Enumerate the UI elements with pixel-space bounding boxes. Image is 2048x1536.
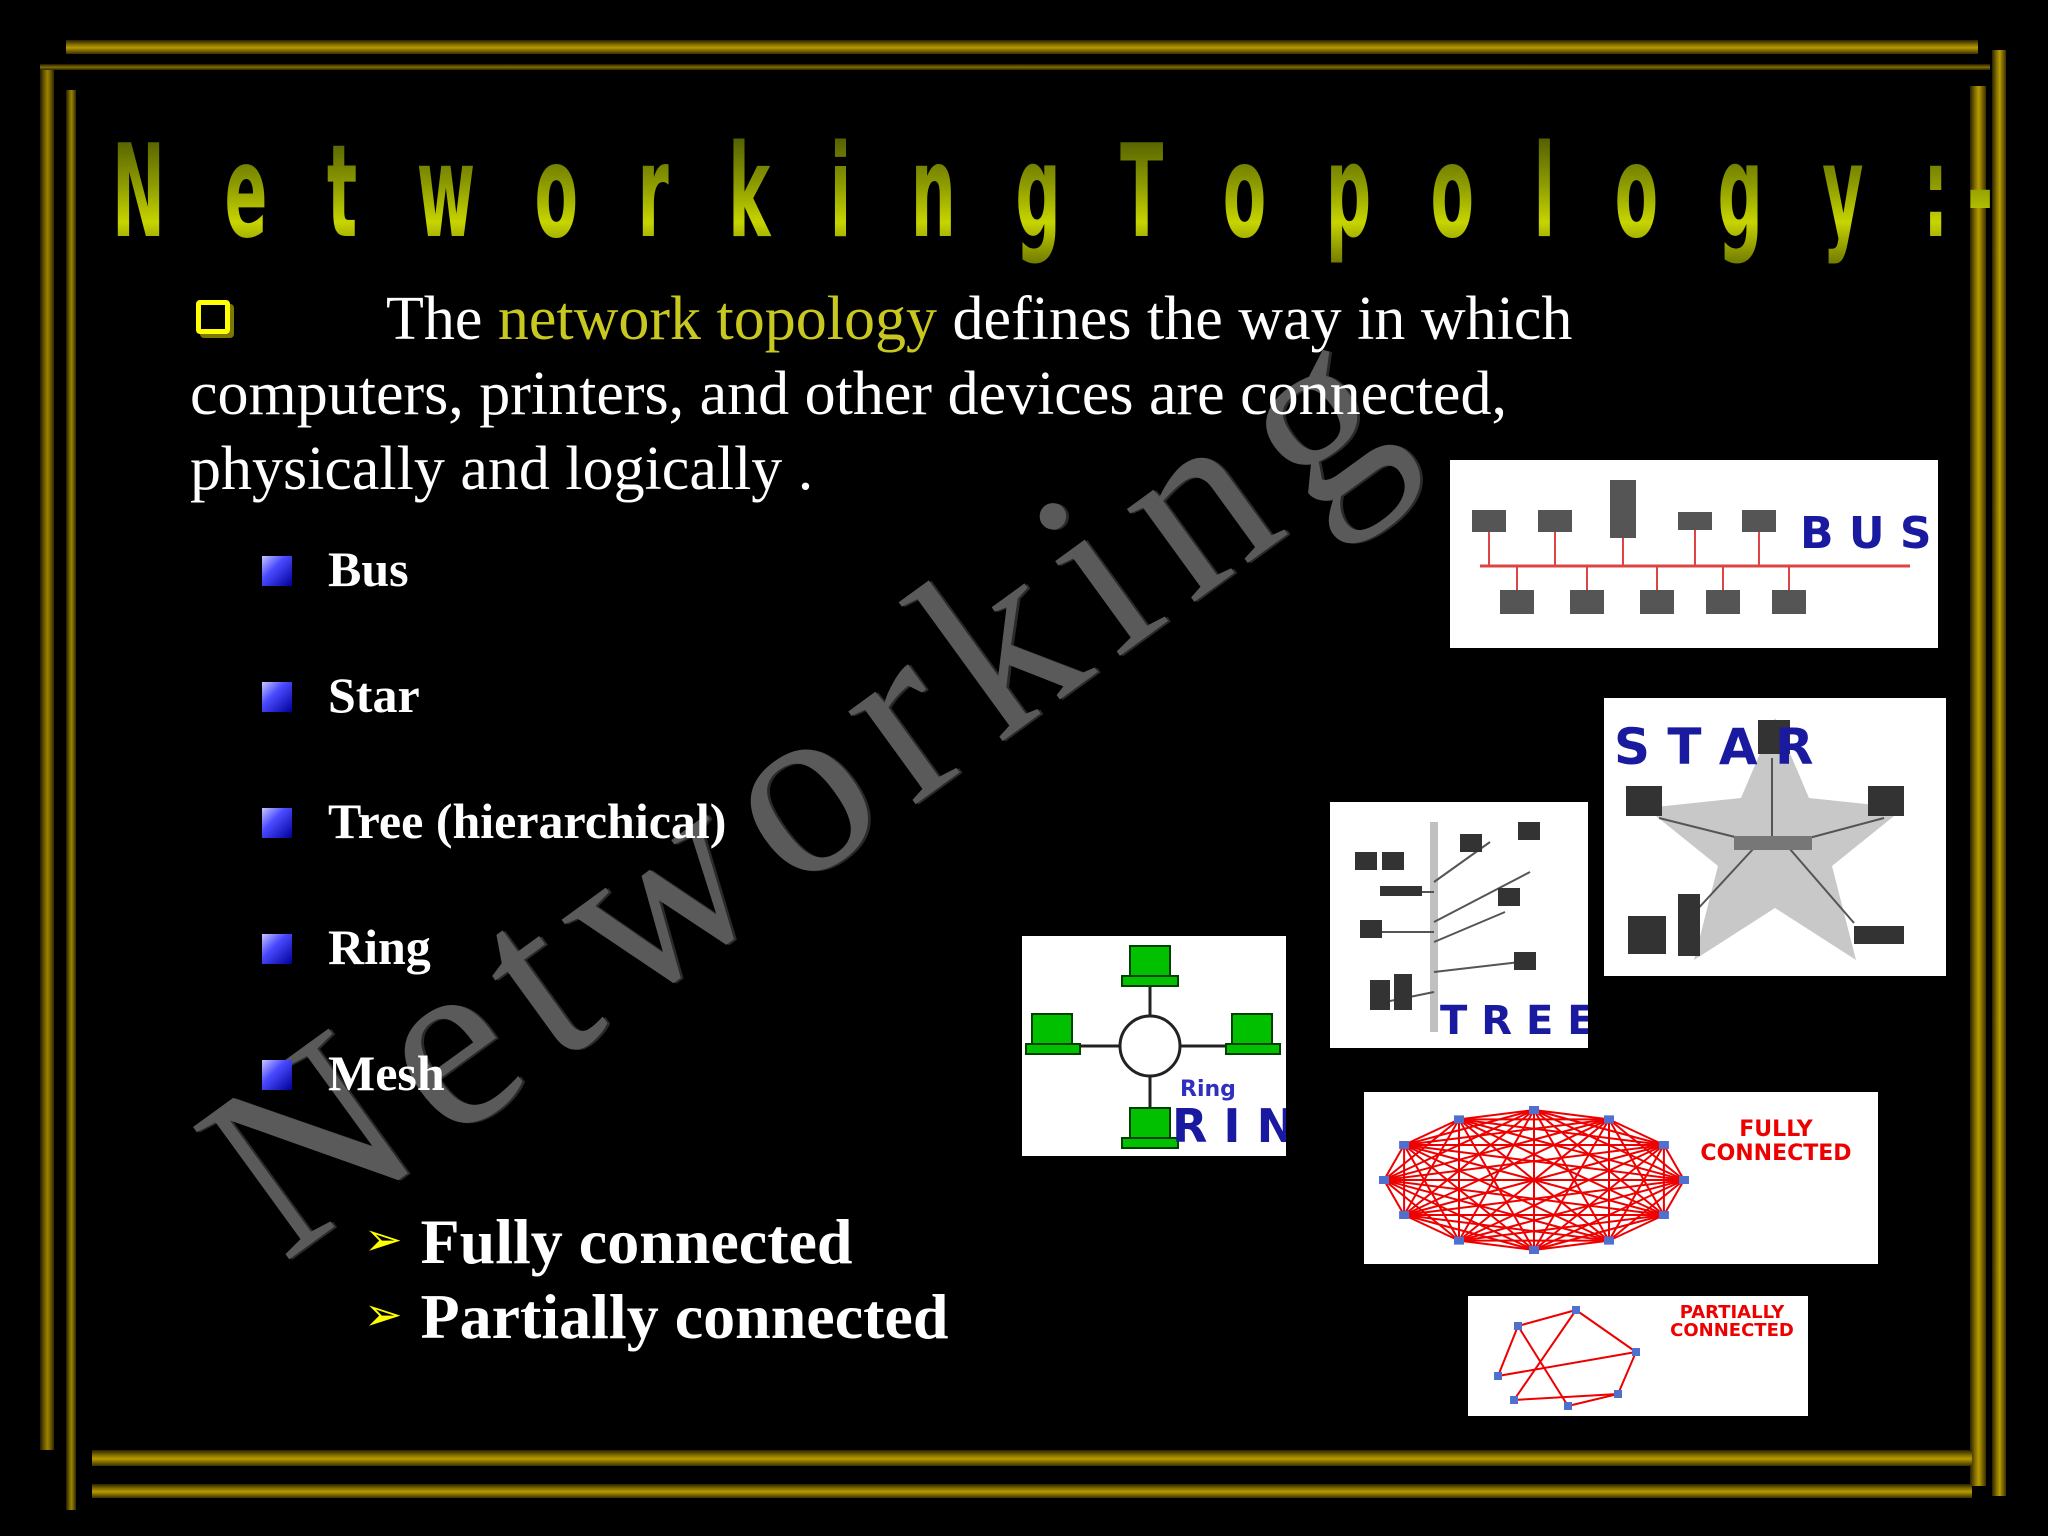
frame-top-inner <box>40 64 1990 70</box>
mesh-link <box>1403 1118 1610 1146</box>
arrow-bullet-icon: ➢ <box>364 1212 403 1266</box>
mesh-link <box>1383 1144 1665 1181</box>
arrow-bullet-icon: ➢ <box>364 1287 403 1341</box>
intro-rest: defines the way in which computers, prin… <box>190 285 1573 503</box>
mesh-node <box>1679 1176 1689 1184</box>
list-item: Star <box>262 666 420 726</box>
mesh-link <box>1403 1179 1685 1216</box>
mesh-node <box>1604 1115 1614 1124</box>
mesh-link <box>1608 1144 1665 1242</box>
fully-connected-mesh-image: FULLY CONNECTED <box>1364 1092 1878 1264</box>
frame-left <box>40 70 54 1450</box>
mesh-node <box>1658 1141 1669 1149</box>
mesh-node <box>1658 1211 1669 1219</box>
mesh-link <box>1403 1118 1610 1216</box>
bus-label: B U S <box>1800 508 1932 559</box>
mesh-link <box>1403 1109 1535 1216</box>
frame-bottom-inner <box>92 1484 1972 1498</box>
mesh-link <box>1383 1118 1460 1181</box>
mesh-link <box>1383 1144 1405 1181</box>
mesh-link <box>1533 1109 1610 1242</box>
square-bullet-icon <box>262 1059 292 1090</box>
tree-label: T R E E <box>1440 998 1588 1044</box>
square-bullet-icon <box>262 807 292 838</box>
mesh-node <box>1529 1246 1539 1254</box>
mesh-link <box>1663 1179 1685 1216</box>
intro-paragraph: The network topology defines the way in … <box>190 282 1750 507</box>
mesh-link <box>1403 1144 1685 1181</box>
star-label: S T A R <box>1614 718 1814 776</box>
mesh-link <box>1403 1118 1460 1146</box>
sub-item-partially: ➢Partially connected <box>364 1281 949 1352</box>
mesh-link <box>1533 1109 1665 1146</box>
mesh-node <box>1454 1236 1464 1245</box>
mesh-node <box>1529 1106 1539 1114</box>
star-topology-image: S T A R <box>1604 698 1946 976</box>
frame-left-inner <box>66 90 76 1510</box>
ring-topology-image: Ring R I N G <box>1022 936 1286 1156</box>
mesh-link <box>1383 1179 1405 1216</box>
mesh-link <box>1533 1239 1610 1251</box>
list-item: Ring <box>262 918 431 978</box>
frame-right <box>1992 50 2006 1496</box>
fully-label-line1: FULLY <box>1739 1117 1814 1142</box>
mesh-node <box>1454 1115 1464 1124</box>
mesh-link <box>1608 1118 1665 1146</box>
tree-topology-image: T R E E <box>1330 802 1588 1048</box>
mesh-link <box>1533 1118 1610 1251</box>
mesh-node <box>1399 1211 1410 1219</box>
intro-highlight: network topology <box>497 285 938 353</box>
mesh-link <box>1458 1118 1665 1216</box>
mesh-link <box>1403 1144 1610 1242</box>
ring-small-label: Ring <box>1180 1077 1236 1102</box>
mesh-link <box>1458 1109 1535 1242</box>
square-bullet-icon <box>262 681 292 712</box>
mesh-link <box>1383 1118 1610 1181</box>
partially-label-line2: CONNECTED <box>1670 1320 1794 1341</box>
mesh-link <box>1403 1144 1665 1216</box>
mesh-node <box>1399 1141 1410 1149</box>
mesh-link <box>1533 1109 1610 1121</box>
frame-bottom <box>92 1450 1972 1466</box>
frame-right-inner <box>1970 86 1986 1486</box>
mesh-link <box>1458 1118 1535 1251</box>
square-bullet-icon <box>262 933 292 964</box>
bus-topology-image: B U S <box>1450 460 1938 648</box>
mesh-link <box>1403 1214 1460 1242</box>
list-item: Bus <box>262 540 409 600</box>
mesh-link <box>1458 1109 1535 1121</box>
mesh-link <box>1458 1239 1535 1251</box>
mesh-link <box>1403 1109 1535 1146</box>
mesh-link <box>1608 1214 1665 1242</box>
square-bullet-icon <box>262 555 292 586</box>
ring-label: R I N G <box>1172 1099 1286 1153</box>
mesh-link <box>1533 1144 1665 1251</box>
slide-title: N e t w o r k i n g T o p o l o g y :- <box>112 118 2013 267</box>
mesh-link <box>1458 1118 1665 1146</box>
partially-connected-mesh-image: PARTIALLY CONNECTED <box>1468 1296 1808 1416</box>
fully-label-line2: CONNECTED <box>1700 1141 1851 1166</box>
list-item: Mesh <box>262 1044 445 1104</box>
mesh-link <box>1458 1144 1665 1242</box>
mesh-node <box>1604 1236 1614 1245</box>
checkbox-bullet-icon <box>196 299 230 334</box>
partially-label-line1: PARTIALLY <box>1680 1302 1786 1323</box>
mesh-link <box>1383 1179 1665 1216</box>
intro-lead: The <box>386 285 483 353</box>
list-item: Tree (hierarchical) <box>262 792 726 852</box>
sub-item-fully: ➢Fully connected <box>364 1206 853 1277</box>
mesh-link <box>1663 1144 1685 1181</box>
mesh-node <box>1379 1176 1389 1184</box>
frame-top <box>66 40 1978 54</box>
